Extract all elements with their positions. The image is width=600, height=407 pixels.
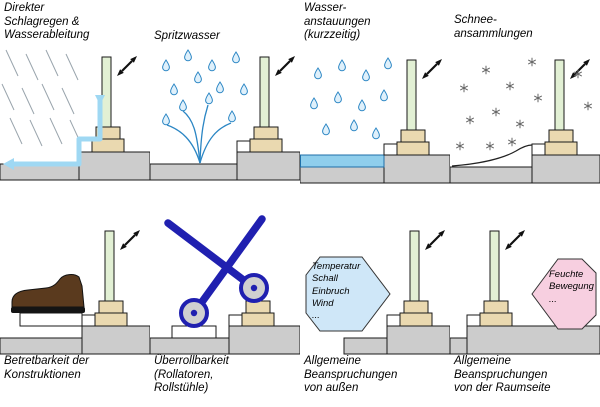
ground bbox=[300, 154, 450, 184]
panel-schlagregen: Direkter Schlagregen & Wasserableitung bbox=[0, 0, 150, 203]
ground bbox=[150, 325, 300, 355]
ground bbox=[450, 325, 600, 355]
water-drain-arrow-icon bbox=[3, 95, 105, 170]
panel-title: Schnee- ansammlungen bbox=[454, 14, 533, 40]
panel-title: Wasser- anstauungen (kurzzeitig) bbox=[304, 2, 371, 42]
roomside-loads-callout-text: Feuchte Bewegung ... bbox=[549, 269, 594, 305]
panel-spritzwasser: Spritzwasser bbox=[150, 0, 300, 203]
panel3-drawing bbox=[300, 57, 450, 184]
panel-aussen: Allgemeine Beanspruchungen von außen Tem… bbox=[300, 203, 450, 406]
panel-raumseite: Allgemeine Beanspruchungen von der Raums… bbox=[450, 203, 600, 406]
panel8-drawing bbox=[450, 203, 600, 355]
droplets bbox=[162, 49, 248, 126]
outside-loads-callout-shape bbox=[305, 256, 391, 332]
rollator-icon bbox=[164, 215, 269, 328]
shoe-icon bbox=[11, 274, 85, 313]
panel-title: Überrollbarkeit (Rollatoren, Rollstühle) bbox=[154, 355, 229, 395]
water-pool bbox=[300, 154, 385, 168]
panel-title: Betretbarkeit der Konstruktionen bbox=[4, 355, 90, 381]
panel-title: Allgemeine Beanspruchungen von außen bbox=[304, 355, 398, 395]
ground bbox=[150, 151, 300, 181]
outside-loads-callout-text: Temperatur Schall Einbruch Wind ... bbox=[312, 261, 361, 322]
panel4-drawing bbox=[450, 57, 600, 184]
panel6-drawing bbox=[150, 215, 300, 355]
panel-wasseranstauung: Wasser- anstauungen (kurzzeitig) bbox=[300, 0, 450, 203]
roomside-loads-callout-shape bbox=[531, 258, 597, 330]
panel-betretbarkeit: Betretbarkeit der Konstruktionen bbox=[0, 203, 150, 406]
rain-lines bbox=[1, 49, 83, 147]
ground bbox=[343, 325, 450, 355]
panel2-drawing bbox=[150, 49, 300, 181]
panel1-drawing bbox=[0, 49, 150, 181]
panel5-drawing bbox=[0, 203, 150, 355]
ground bbox=[450, 154, 600, 184]
snow-drift-line bbox=[451, 144, 533, 167]
panel7-drawing bbox=[305, 203, 450, 355]
droplets bbox=[310, 57, 392, 140]
panel-title: Direkter Schlagregen & Wasserableitung bbox=[4, 2, 90, 42]
ground bbox=[0, 151, 150, 181]
panel-ueberrollbarkeit: Überrollbarkeit (Rollatoren, Rollstühle) bbox=[150, 203, 300, 406]
panel-title: Spritzwasser bbox=[154, 30, 220, 42]
panel-title: Allgemeine Beanspruchungen von der Raums… bbox=[454, 355, 551, 395]
ground bbox=[0, 325, 150, 355]
panel-schnee: Schnee- ansammlungen bbox=[450, 0, 600, 203]
step-plate bbox=[19, 312, 83, 327]
splash-icon bbox=[166, 104, 232, 164]
